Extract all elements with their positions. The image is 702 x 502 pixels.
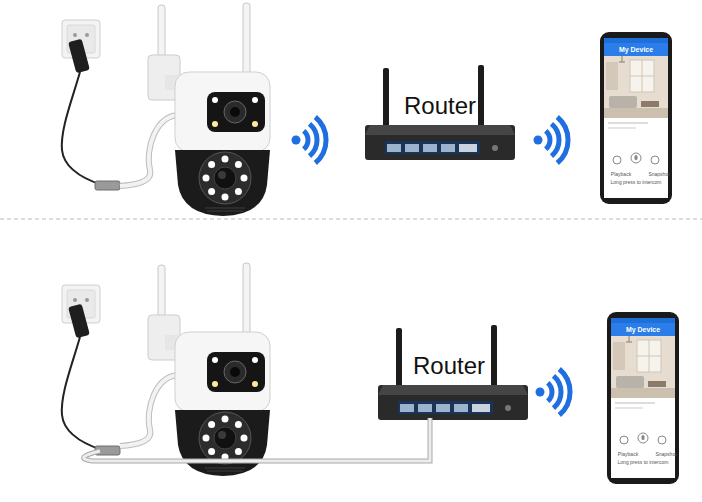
wifi-symbol — [534, 117, 569, 163]
router-box: Router — [378, 352, 520, 418]
phone-screen: My DevicePlayback SnapshotLong press to i… — [611, 318, 683, 478]
button-label: Snapshot — [642, 171, 676, 177]
button-label: Long press to intercom — [604, 179, 668, 185]
smartphone — [607, 312, 679, 484]
wifi-symbol — [536, 369, 571, 415]
ptz-camera — [120, 3, 270, 216]
wifi-symbol — [292, 117, 327, 163]
divider-line — [0, 219, 702, 220]
phone-screen: My DevicePlayback SnapshotLong press to i… — [604, 38, 676, 198]
router-device — [365, 65, 515, 160]
app-title: My Device — [611, 323, 675, 336]
device-label: Router — [378, 352, 520, 380]
wall-socket — [62, 285, 120, 455]
router-device — [378, 325, 528, 420]
app-title: My Device — [604, 43, 668, 56]
button-label: Long press to intercom — [611, 459, 675, 465]
router-box: Router — [365, 92, 515, 160]
device-label: Router — [365, 92, 515, 120]
ethernet-cable — [84, 418, 430, 461]
smartphone — [600, 32, 672, 204]
ptz-camera — [120, 263, 270, 476]
button-label: Playback — [604, 171, 638, 177]
button-label: Playback — [611, 451, 645, 457]
ethernet-cable — [84, 418, 430, 461]
wall-socket — [62, 20, 120, 190]
button-label: Snapshot — [649, 451, 683, 457]
